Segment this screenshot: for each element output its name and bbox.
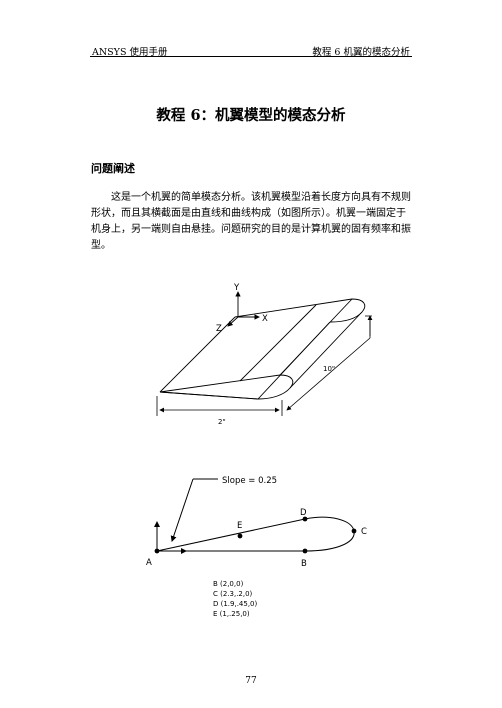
coord-b: B (2,0,0) [213,580,244,588]
airfoil-profile-drawing [154,478,355,554]
dim-width-label: 2" [218,418,226,426]
axis-z-label: Z [216,324,222,334]
header-rule [90,56,412,57]
point-a-marker [154,548,160,554]
page-number: 77 [245,676,257,686]
wing-3d-drawing [159,298,366,400]
slope-label: Slope = 0.25 [222,476,277,486]
body-paragraph: 这是一个机翼的简单模态分析。该机翼模型沿着长度方向具有不规则形状，而且其横截面是… [91,192,411,251]
axis-x-label: X [262,314,268,324]
point-a-label: A [146,558,152,568]
airfoil-points [154,516,357,554]
header-left: ANSYS 使用手册 [92,47,168,58]
page-title: 教程 6：机翼模型的模态分析 [156,107,346,124]
dim-length-label: 10" [323,365,335,373]
point-e-label: E [237,521,242,531]
section-heading: 问题阐述 [91,162,135,175]
point-e-marker [237,533,243,539]
coord-e: E (1,.25,0) [213,610,250,618]
point-d-marker [302,516,308,522]
point-b-label: B [301,559,307,569]
point-c-label: C [361,527,367,537]
point-c-marker [351,528,357,534]
axis-y-label: Y [233,283,240,293]
point-d-label: D [300,508,307,518]
header-right: 教程 6 机翼的模态分析 [312,47,410,58]
coordinate-list: B (2,0,0) C (2.3,.2,0) D (1.9,.45,0) E (… [213,580,258,618]
dimension-lines [156,315,373,416]
point-b-marker [302,548,308,554]
coord-c: C (2.3,.2,0) [213,590,253,598]
coord-d: D (1.9,.45,0) [213,600,258,608]
coordinate-axes [227,291,260,327]
